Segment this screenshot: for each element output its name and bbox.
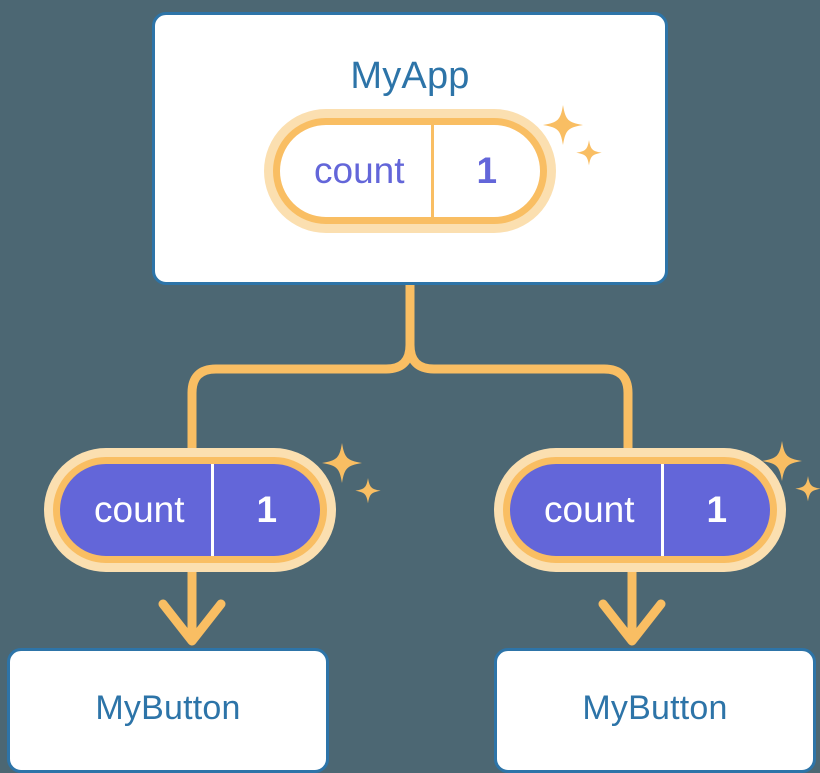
button-card-left: MyButton xyxy=(7,648,329,773)
child-state-pill-right-body: count 1 xyxy=(503,457,777,563)
app-state-key: count xyxy=(314,150,405,191)
button-card-left-title: MyButton xyxy=(95,689,241,727)
sparkle-icon xyxy=(762,441,820,502)
button-card-right-title: MyButton xyxy=(582,689,728,727)
arrow-down-icon-left xyxy=(158,570,226,646)
sparkle-icon xyxy=(543,105,602,166)
child-state-value-right: 1 xyxy=(706,489,728,530)
child-state-key-right: count xyxy=(544,489,635,530)
branch-line-left xyxy=(187,340,415,457)
pill-divider xyxy=(210,464,214,556)
sparkle-icon xyxy=(322,443,381,504)
button-card-right: MyButton xyxy=(494,648,816,773)
app-state-pill-body: count 1 xyxy=(273,118,547,224)
child-state-value-left: 1 xyxy=(256,489,278,530)
page-title: MyApp xyxy=(350,55,470,97)
pill-divider xyxy=(430,125,434,217)
pill-divider xyxy=(660,464,664,556)
arrow-down-icon-right xyxy=(598,570,666,646)
child-state-pill-left: count 1 xyxy=(44,448,336,572)
child-state-pill-right: count 1 xyxy=(494,448,786,572)
branch-line-right xyxy=(405,340,633,457)
child-state-key-left: count xyxy=(94,489,185,530)
app-state-pill: count 1 xyxy=(264,109,556,233)
child-state-pill-left-body: count 1 xyxy=(53,457,327,563)
app-state-value: 1 xyxy=(476,150,498,191)
